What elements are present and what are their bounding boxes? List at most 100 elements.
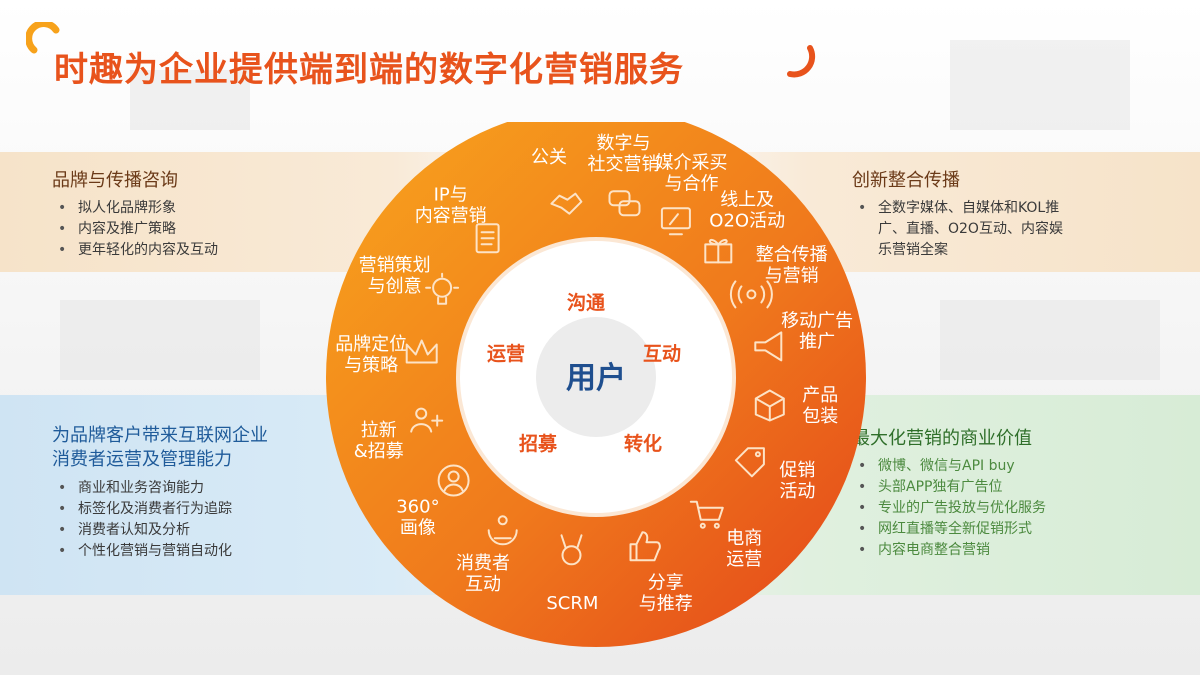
segment-label-line: 画像 [400,518,436,539]
monitor-icon [660,207,691,236]
segment-label-line: 互动 [465,574,501,595]
panel-heading: 为品牌客户带来互联网企业消费者运营及管理能力 [52,424,268,472]
text-line: 乐营销全案 [878,242,948,258]
segment-label-line: 数字与 [597,133,651,154]
segment-label-line: 线上及 [720,190,774,211]
cart-icon [689,500,724,529]
segment-label-line: 营销策划 [359,255,431,276]
cycle-people-icon [487,515,518,546]
segment-label-line: 促销 [779,460,815,481]
list-item: 头部APP独有广告位 [852,477,1046,498]
heading-line: 消费者运营及管理能力 [52,449,232,470]
outer-icons [405,190,785,566]
segment-label-line: 分享 [648,572,684,593]
list-item: 微博、微信与API buy [852,456,1046,477]
segment-label-line: SCRM [546,593,598,614]
text-line: 广、直播、O2O互动、内容娱 [878,221,1063,237]
segment-label-line: 产品 [802,385,838,406]
broadcast-icon [729,280,773,309]
inner-label: 互动 [643,343,681,365]
segment-label-line: 消费者 [456,553,510,574]
segment-label-line: 与创意 [368,276,422,297]
segment-label-line: &招募 [354,441,404,462]
profile-icon [437,464,470,497]
background-block [60,300,260,380]
business-value-panel: 最大化营销的商业价值 微博、微信与API buy 头部APP独有广告位 专业的广… [852,424,1046,561]
list-item: 内容电商整合营销 [852,540,1046,561]
inner-label: 沟通 [567,291,606,314]
center-circle [536,317,656,437]
segment-label-line: 包装 [802,406,838,427]
segment-label-line: 拉新 [361,420,397,441]
segment-label-line: 移动广告 [781,311,853,332]
wheel-segment-label: 公关 [531,147,567,168]
box-icon [754,389,785,422]
list-item: 商业和业务咨询能力 [52,478,268,499]
list-item: 更年轻化的内容及互动 [52,240,218,261]
title-tail-decoration-icon [787,45,816,78]
wheel-segment-label: 拉新&招募 [354,420,404,462]
list-item: 网红直播等全新促销形式 [852,519,1046,540]
crown-icon [405,339,438,364]
background-block [130,70,250,130]
segment-label-line: 电商 [726,528,762,549]
segment-label-line: 品牌定位 [335,334,407,355]
title-decoration-icon [26,22,60,54]
segment-label-line: 社交营销 [588,154,660,175]
center-label: 用户 [566,361,626,396]
inner-label: 招募 [519,432,558,455]
heading-line: 为品牌客户带来互联网企业 [52,425,268,446]
megaphone-icon [754,331,783,362]
segment-label-line: 与营销 [765,266,819,287]
background-block [950,40,1130,130]
segment-label-line: 内容营销 [415,205,487,226]
list-item: 专业的广告投放与优化服务 [852,498,1046,519]
list-item: 内容及推广策略 [52,219,218,240]
segment-label-line: IP与 [434,184,468,205]
text-line: 全数字媒体、自媒体和KOL推 [878,200,1060,216]
segment-label-line: 与推荐 [639,593,693,614]
segment-label-line: 推广 [799,332,835,353]
segment-label-line: 与合作 [665,174,719,195]
outer-labels: 公关数字与社交营销媒介采买与合作线上及O2O活动整合传播与营销移动广告推广产品包… [335,133,853,614]
price-tag-icon [734,447,765,478]
document-icon [475,223,500,254]
gift-icon [704,239,733,264]
segment-label-line: 与策略 [344,355,398,376]
panel-heading: 最大化营销的商业价值 [852,428,1032,449]
lightbulb-icon [425,272,460,305]
medal-icon [560,534,583,566]
list-item: 拟人化品牌形象 [52,198,218,219]
segment-label-line: 媒介采买 [656,153,728,174]
add-users-icon [410,407,444,433]
background-block [940,300,1160,380]
list-item: 个性化营销与营销自动化 [52,541,268,562]
segment-label-line: 整合传播 [756,245,828,266]
chat-bubbles-icon [608,190,641,217]
segment-label-line: 活动 [779,481,815,502]
panel-heading: 品牌与传播咨询 [52,170,178,191]
panel-heading: 创新整合传播 [852,170,960,191]
inner-label: 转化 [624,432,662,455]
brand-consulting-panel: 品牌与传播咨询 拟人化品牌形象 内容及推广策略 更年轻化的内容及互动 [52,166,218,261]
segment-label-line: 公关 [531,147,567,168]
handshake-icon [550,192,583,215]
segment-label-line: 360° [396,497,439,518]
inner-label: 运营 [487,342,525,365]
page-title: 时趣为企业提供端到端的数字化营销服务 [54,50,684,90]
